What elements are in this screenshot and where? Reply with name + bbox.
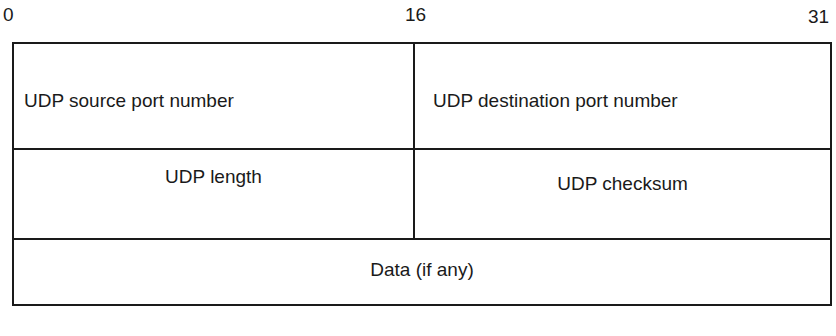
bit-number: 31 — [808, 6, 829, 28]
header-field-box: UDP checksum — [413, 148, 832, 240]
header-field-box: UDP source port number — [12, 42, 415, 150]
field-name: UDP checksum — [557, 173, 688, 195]
field-name: UDP destination port number — [433, 90, 678, 112]
header-field-box: Data (if any) — [12, 238, 832, 306]
header-field-box: UDP length — [12, 148, 415, 240]
bit-number: 0 — [3, 4, 14, 26]
field-name: UDP length — [165, 166, 262, 188]
field-name: Data (if any) — [370, 259, 473, 281]
bit-number: 16 — [405, 4, 426, 26]
field-name: UDP source port number — [24, 90, 234, 112]
header-field-box: UDP destination port number — [413, 42, 832, 150]
